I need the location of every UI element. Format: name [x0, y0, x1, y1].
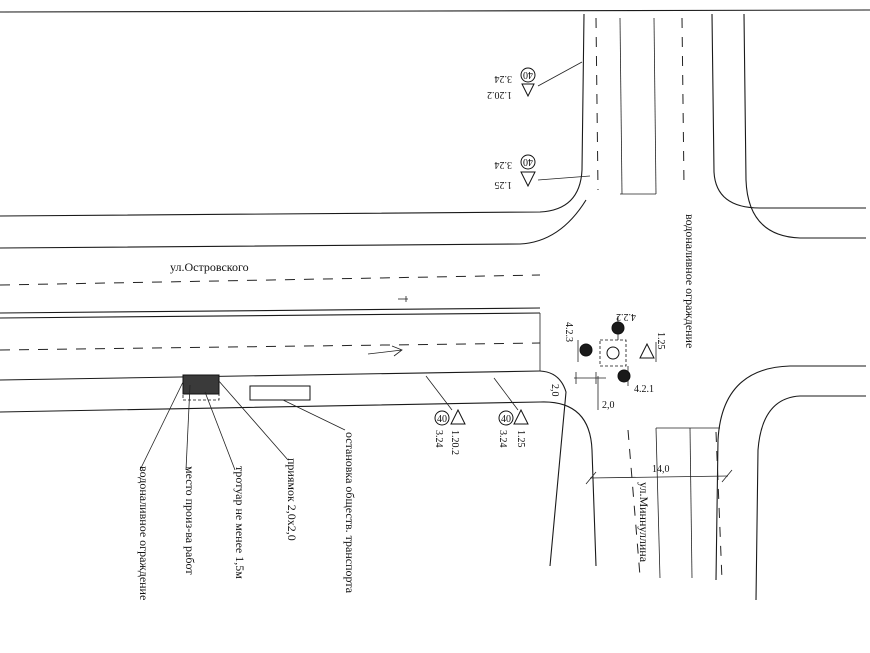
svg-text:40: 40: [437, 414, 447, 425]
dimension-cross-width: 14,0: [585, 464, 733, 485]
curb-upper-right-inner: [743, 13, 866, 239]
curb-upper-left: [0, 13, 585, 217]
keep-right-sign-icon: [611, 321, 625, 335]
speed-limit-icon: [520, 154, 536, 170]
curb-lower-right-inner: [755, 395, 866, 601]
svg-text:приямок 2,0х2,0: приямок 2,0х2,0: [285, 458, 299, 541]
sheet-top-edge: [0, 9, 870, 13]
label-bus-stop: остановка обществ. транспорта: [343, 432, 357, 594]
svg-text:14,0: 14,0: [652, 464, 670, 475]
svg-text:2,0: 2,0: [602, 400, 615, 411]
curb-upper-left-inner: [0, 199, 587, 249]
curb-lower-left: [0, 370, 541, 381]
leader-work-place: [185, 384, 191, 471]
speed-limit-icon: [520, 67, 536, 83]
svg-text:1.25: 1.25: [515, 430, 526, 448]
svg-text:водоналивное ограждение: водоналивное ограждение: [683, 214, 697, 348]
sign-group-top-1: 40 3.24 1.20.2: [487, 61, 583, 100]
svg-text:тротуар не менее 1,5м: тротуар не менее 1,5м: [233, 466, 247, 579]
leader-bus-stop: [282, 399, 346, 431]
warning-triangle-icon: [520, 171, 536, 188]
dimension-offsets: 2,0 2,0: [549, 372, 615, 411]
label-water-barrier-right: водоналивное ограждение: [683, 214, 697, 348]
sign-group-top-2: 40 3.24 1.25: [495, 154, 591, 190]
direction-arrow-icon: [367, 345, 403, 357]
svg-text:40: 40: [501, 414, 511, 425]
svg-text:водоналивное ограждение: водоналивное ограждение: [137, 466, 151, 600]
lane-line-south-2: [689, 427, 693, 579]
bus-stop-box: [249, 385, 311, 401]
svg-text:3.24: 3.24: [497, 430, 508, 448]
leader-pit: [217, 379, 289, 461]
svg-text:1.20.2: 1.20.2: [487, 89, 512, 100]
svg-text:40: 40: [523, 69, 533, 80]
centerline-dashed: [0, 274, 541, 286]
median-line-top: [0, 307, 541, 314]
label-work-place: место произ-ва работ: [183, 466, 197, 575]
speed-limit-icon: [498, 410, 514, 426]
keep-left-sign-icon: [617, 369, 631, 383]
label-water-barrier-left: водоналивное ограждение: [137, 466, 151, 600]
svg-text:3.24: 3.24: [495, 159, 513, 170]
speed-limit-icon: [434, 410, 450, 426]
svg-text:4.2.1: 4.2.1: [634, 384, 654, 395]
sign-group-bottom-1: 40 3.24 1.20.2: [425, 375, 466, 455]
svg-text:40: 40: [523, 156, 533, 167]
svg-text:1.25: 1.25: [495, 179, 513, 190]
label-sidewalk: тротуар не менее 1,5м: [233, 466, 247, 579]
curb-lower-right: [715, 365, 866, 581]
sign-group-bottom-2: 40 3.24 1.25: [493, 377, 529, 448]
street-name-cross: ул.Миннуллина: [637, 482, 651, 563]
lane-divider-north-2: [595, 17, 599, 191]
svg-text:1.20.2: 1.20.2: [449, 430, 460, 455]
svg-text:ул.Миннуллина: ул.Миннуллина: [637, 482, 651, 563]
lane-divider-south: [0, 342, 541, 351]
curb-lower-left-inner: [539, 370, 567, 567]
svg-text:место произ-ва работ: место произ-ва работ: [183, 466, 197, 575]
lane-divider-south-3: [715, 431, 723, 581]
work-zone-fence: [182, 393, 220, 401]
leader-water-barrier: [139, 381, 184, 471]
svg-text:4.2.3: 4.2.3: [563, 322, 574, 342]
svg-text:3.24: 3.24: [495, 73, 513, 84]
svg-text:1.25: 1.25: [655, 332, 666, 350]
lane-line-north-1: [619, 17, 623, 195]
curb-upper-right: [711, 13, 866, 209]
island-circle-icon: [606, 346, 620, 360]
lane-line-south-1: [655, 427, 661, 579]
traffic-island: 4.2.2 4.2.3 4.2.1 1.25: [563, 311, 666, 395]
lane-line-north-2: [653, 17, 657, 195]
street-name-main: ул.Островского: [170, 260, 249, 274]
pass-either-side-icon: [579, 343, 593, 357]
warning-triangle-icon: [513, 408, 529, 425]
svg-text:3.24: 3.24: [433, 430, 444, 448]
work-zone-pit: [182, 374, 220, 395]
svg-text:4.2.2: 4.2.2: [616, 311, 636, 322]
lane-divider-north: [681, 17, 685, 187]
leader-sidewalk: [204, 391, 236, 471]
svg-text:2,0: 2,0: [549, 384, 560, 397]
roadworks-triangle-icon: [639, 342, 655, 359]
warning-triangle-icon: [450, 408, 466, 425]
curb-lower-left-corner: [0, 401, 597, 567]
label-pit: приямок 2,0х2,0: [285, 458, 299, 541]
svg-text:остановка обществ. транспорта: остановка обществ. транспорта: [343, 432, 357, 594]
lane-divider-south-road: [627, 429, 641, 577]
median-line-top-2: [0, 312, 541, 319]
warning-triangle-icon: [521, 83, 535, 98]
